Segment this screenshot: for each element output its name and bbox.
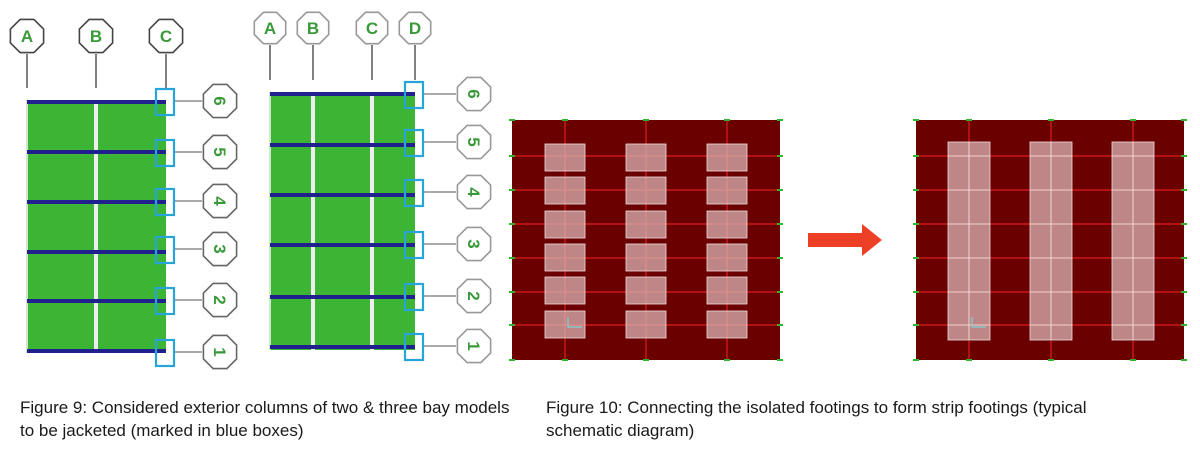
floor-label-2: 2 <box>202 282 238 318</box>
isolated-footings-plan <box>509 119 783 361</box>
floor-label-5-text: 5 <box>464 137 483 146</box>
grid-label-A: A <box>253 11 287 45</box>
origin-marker <box>567 317 582 328</box>
floor-label-4: 4 <box>202 183 238 219</box>
grid-label-D-text: D <box>409 19 421 38</box>
strip-footings-plan <box>913 119 1187 361</box>
isolated-footing-1-4 <box>544 243 586 272</box>
floor-label-3: 3 <box>456 226 492 262</box>
grid-label-B-bubble <box>78 18 114 54</box>
isolated-footing-1-3 <box>544 210 586 239</box>
grid-label-B-text: B <box>307 19 319 38</box>
isolated-footing-2-3 <box>625 210 667 239</box>
three-bay-frame-model: A B C D 6 5 4 3 2 1 <box>253 11 492 364</box>
floor-label-2-text: 2 <box>210 295 229 304</box>
floor-label-6: 6 <box>202 83 238 119</box>
floor-label-5-bubble <box>202 134 238 170</box>
isolated-footing-2-5 <box>625 276 667 305</box>
floor-label-6-bubble <box>202 83 238 119</box>
isolated-footing-3-3 <box>706 210 748 239</box>
floor-label-3-text: 3 <box>210 244 229 253</box>
two-bay-frame-model: A B C 6 5 4 3 2 1 <box>9 18 238 370</box>
floor-label-4: 4 <box>456 174 492 210</box>
floor-label-5: 5 <box>456 124 492 160</box>
floor-label-1-bubble <box>456 328 492 364</box>
isolated-footing-1-6 <box>544 310 586 339</box>
isolated-footing-2-4 <box>625 243 667 272</box>
isolated-footing-3-1 <box>706 143 748 172</box>
isolated-footing-3-4 <box>706 243 748 272</box>
jacket-box-6 <box>154 87 176 117</box>
floor-label-5-text: 5 <box>210 147 229 156</box>
jacket-box-3 <box>403 230 425 260</box>
isolated-footing-2-6 <box>625 310 667 339</box>
isolated-footing-2-1 <box>625 143 667 172</box>
floor-label-2-bubble <box>456 278 492 314</box>
grid-label-C-text: C <box>160 27 172 46</box>
floor-label-3-bubble <box>456 226 492 262</box>
floor-label-1: 1 <box>456 328 492 364</box>
jacket-box-3 <box>154 235 176 265</box>
grid-label-A-text: A <box>21 27 33 46</box>
jacket-box-4 <box>403 178 425 208</box>
grid-label-C: C <box>148 18 184 54</box>
jacket-box-2 <box>154 286 176 316</box>
grid-label-D: D <box>398 11 432 45</box>
isolated-footing-3-2 <box>706 176 748 205</box>
floor-label-6-text: 6 <box>464 89 483 98</box>
floor-label-4-text: 4 <box>464 187 483 197</box>
jacket-box-1 <box>154 338 176 368</box>
floor-label-2: 2 <box>456 278 492 314</box>
figure-10-caption: Figure 10: Connecting the isolated footi… <box>546 398 1087 440</box>
grid-label-B-text: B <box>90 27 102 46</box>
floor-label-1-text: 1 <box>464 341 483 350</box>
floor-label-6-text: 6 <box>210 96 229 105</box>
grid-label-B-bubble <box>296 11 330 45</box>
floor-label-3-bubble <box>202 231 238 267</box>
isolated-footing-2-2 <box>625 176 667 205</box>
grid-label-D-bubble <box>398 11 432 45</box>
grid-label-C-bubble <box>355 11 389 45</box>
grid-label-B: B <box>296 11 330 45</box>
isolated-footing-3-6 <box>706 310 748 339</box>
floor-label-1: 1 <box>202 334 238 370</box>
grid-label-C-text: C <box>366 19 378 38</box>
floor-label-2-text: 2 <box>464 291 483 300</box>
grid-label-A-bubble <box>253 11 287 45</box>
floor-label-4-text: 4 <box>210 196 229 206</box>
grid-label-A-text: A <box>264 19 276 38</box>
floor-label-1-text: 1 <box>210 347 229 356</box>
grid-label-B: B <box>78 18 114 54</box>
floor-label-5-bubble <box>456 124 492 160</box>
grid-label-C: C <box>355 11 389 45</box>
grid-label-C-bubble <box>148 18 184 54</box>
floor-label-5: 5 <box>202 134 238 170</box>
jacket-box-5 <box>154 138 176 168</box>
jacket-box-2 <box>403 282 425 312</box>
floor-label-4-bubble <box>456 174 492 210</box>
grid-label-A: A <box>9 18 45 54</box>
floor-label-3-text: 3 <box>464 239 483 248</box>
floor-label-2-bubble <box>202 282 238 318</box>
floor-label-3: 3 <box>202 231 238 267</box>
floor-label-4-bubble <box>202 183 238 219</box>
isolated-footing-3-5 <box>706 276 748 305</box>
frame-fill <box>270 92 415 350</box>
jacket-box-1 <box>403 332 425 362</box>
jacket-box-5 <box>403 128 425 158</box>
right-arrow-shape <box>808 224 882 256</box>
isolated-footing-1-1 <box>544 143 586 172</box>
grid-label-A-bubble <box>9 18 45 54</box>
jacket-box-6 <box>403 80 425 110</box>
isolated-footing-1-5 <box>544 276 586 305</box>
floor-label-1-bubble <box>202 334 238 370</box>
right-arrow-icon <box>808 224 882 256</box>
figures-canvas: A B C 6 5 4 3 2 1 A B C D 6 5 4 3 2 1 <box>9 11 1187 370</box>
isolated-footing-1-2 <box>544 176 586 205</box>
jacket-box-4 <box>154 187 176 217</box>
figure-9-caption: Figure 9: Considered exterior columns of… <box>20 398 510 440</box>
origin-marker <box>971 317 986 328</box>
floor-label-6-bubble <box>456 76 492 112</box>
floor-label-6: 6 <box>456 76 492 112</box>
